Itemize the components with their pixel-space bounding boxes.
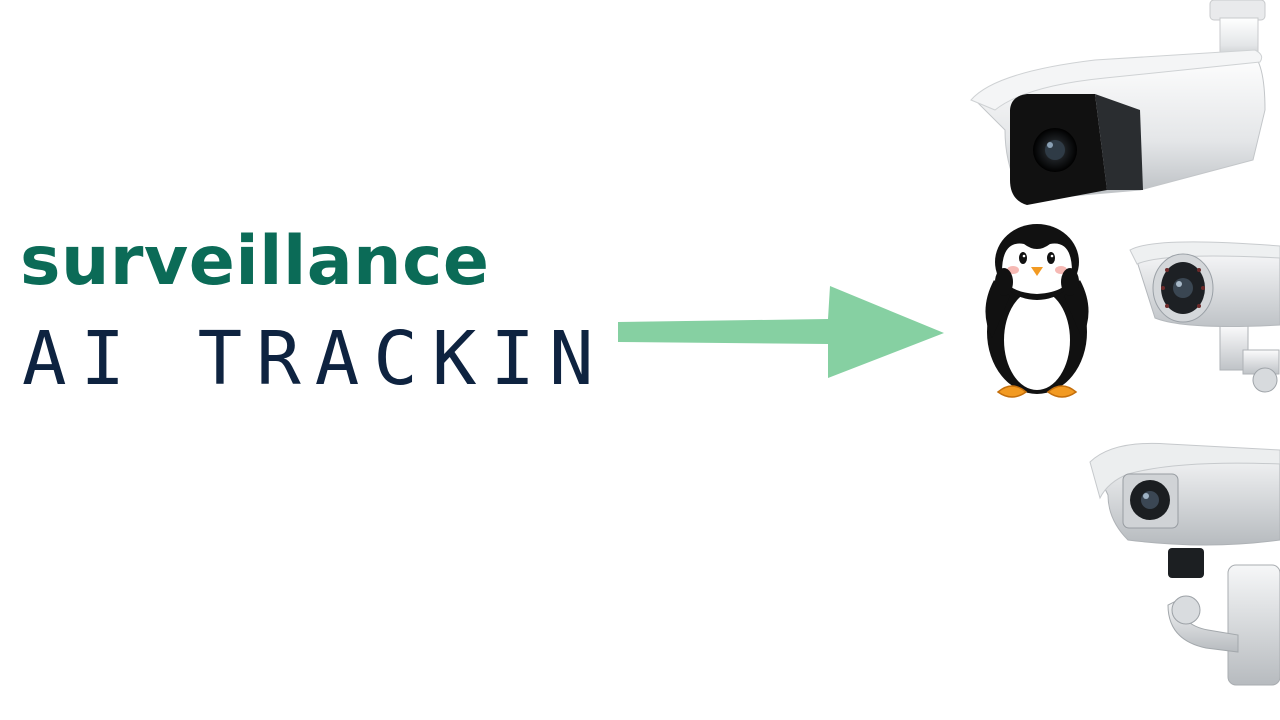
headline-surveillance: surveillance <box>20 222 490 301</box>
arrow-right-icon <box>618 286 944 378</box>
dome-camera-icon <box>1129 241 1280 393</box>
subline-ai-tracking: AI TRACKIN <box>22 316 608 402</box>
penguin-mascot <box>985 224 1089 398</box>
box-camera-icon <box>1089 442 1280 686</box>
bullet-camera-icon <box>970 0 1266 205</box>
